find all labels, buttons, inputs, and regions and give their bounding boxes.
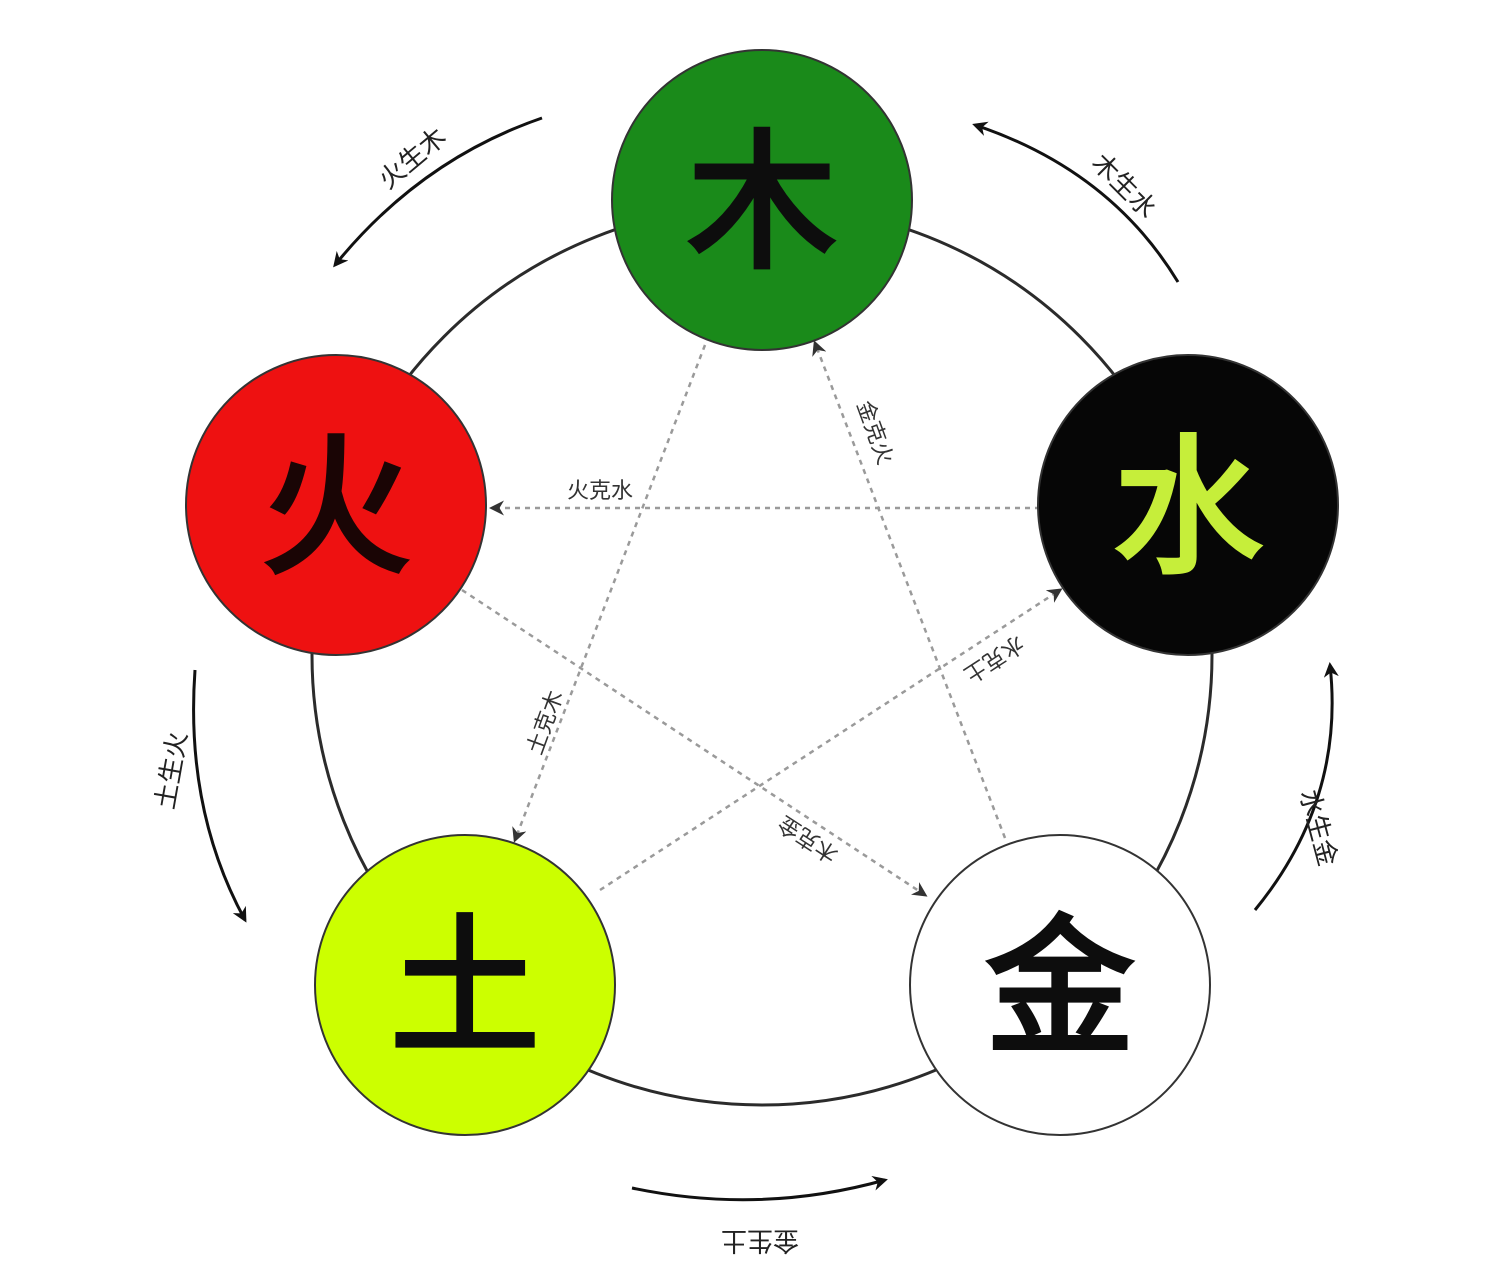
arrow-metal-earth	[631, 1176, 888, 1202]
element-metal: 金	[909, 834, 1211, 1136]
star-line-wood-metal	[461, 588, 928, 897]
element-wood: 木	[611, 49, 913, 351]
star-line-water-earth	[599, 588, 1063, 892]
earth-circle	[314, 834, 616, 1136]
controlling-labels: 火克水 木克金 土克木 水克土 金克火	[523, 397, 1028, 866]
wood-char: 木	[687, 115, 837, 291]
star-line-earth-wood	[512, 344, 707, 843]
metal-circle	[909, 834, 1211, 1136]
element-fire: 火	[185, 354, 487, 656]
label-fire-water: 火克水	[567, 479, 633, 504]
label-water-metal: 水生金	[1293, 786, 1342, 869]
star-line-metal-fire	[812, 340, 1007, 839]
arrow-water-metal	[1253, 662, 1339, 911]
arrow-earth-fire	[192, 669, 247, 923]
wood-circle	[611, 49, 913, 351]
fire-circle	[185, 354, 487, 656]
label-water-earth: 水克土	[959, 630, 1028, 687]
metal-char: 金	[984, 900, 1136, 1076]
arrow-wood-water	[972, 121, 1180, 283]
controlling-star	[461, 340, 1063, 897]
label-metal-earth: 金生土	[721, 1225, 799, 1255]
water-circle	[1037, 354, 1339, 656]
element-earth: 土	[314, 834, 616, 1136]
label-fire-wood: 火生木	[373, 122, 452, 195]
element-water: 水	[1037, 354, 1339, 656]
label-earth-fire: 土生火	[151, 730, 194, 812]
earth-char: 土	[390, 900, 540, 1076]
generating-arrows	[192, 116, 1339, 1202]
label-metal-fire: 金克火	[851, 397, 897, 468]
arrow-fire-wood	[333, 116, 543, 268]
label-wood-metal: 木克金	[774, 810, 843, 867]
fire-char: 火	[261, 420, 411, 596]
label-earth-wood: 土克木	[523, 687, 569, 758]
water-char: 水	[1113, 420, 1264, 596]
